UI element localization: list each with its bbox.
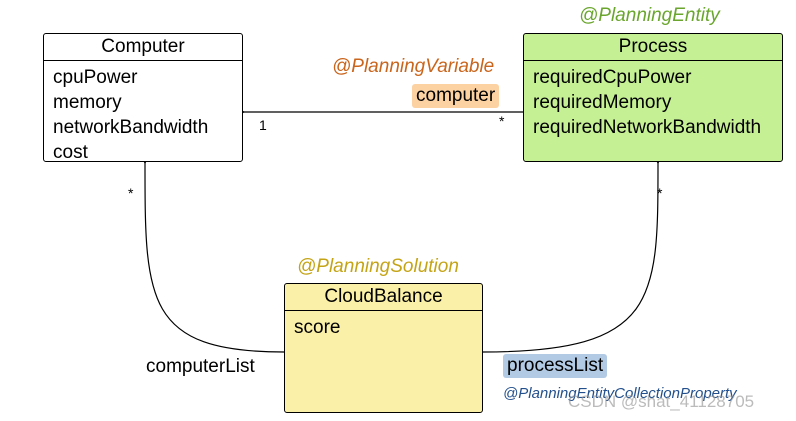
computer-attr-cost: cost — [53, 142, 88, 162]
cloudbalance-attributes: score — [285, 311, 482, 340]
process-class-box: Process requiredCpuPower requiredMemory … — [523, 33, 783, 162]
cloudbalance-attr-score: score — [294, 317, 341, 338]
process-attr-requirednetworkbandwidth: requiredNetworkBandwidth — [533, 117, 762, 138]
process-multiplicity-star: * — [499, 113, 505, 129]
computer-attr-networkbandwidth: networkBandwidth — [53, 117, 209, 138]
planning-solution-annotation: @PlanningSolution — [297, 256, 459, 277]
cloudbalance-to-process-arrow — [482, 163, 658, 353]
watermark: CSDN @shat_41128705 — [568, 392, 755, 411]
computerlist-field-label: computerList — [146, 356, 255, 377]
processlist-field-label: processList — [503, 354, 608, 378]
process-class-name: Process — [524, 34, 782, 61]
computer-attr-cpupower: cpuPower — [53, 67, 138, 88]
computer-multiplicity-one: 1 — [259, 117, 267, 133]
process-attributes: requiredCpuPower requiredMemory required… — [524, 61, 782, 140]
cloudbalance-class-box: CloudBalance score — [284, 283, 483, 413]
computer-attributes: cpuPower memory networkBandwidth cost — [44, 61, 242, 162]
computer-class-box: Computer cpuPower memory networkBandwidt… — [43, 33, 243, 162]
computer-attr-memory: memory — [53, 92, 122, 113]
cloudbalance-class-name: CloudBalance — [285, 284, 482, 311]
computer-field-label: computer — [412, 84, 500, 108]
cloudbalance-to-computer-arrow — [145, 163, 285, 353]
planning-variable-annotation: @PlanningVariable — [332, 56, 495, 77]
processlist-multiplicity-star: * — [657, 185, 663, 201]
computerlist-multiplicity-star: * — [128, 185, 134, 201]
process-attr-requiredmemory: requiredMemory — [533, 92, 672, 113]
planning-entity-collection-annotation: @PlanningEntityCollectionProperty — [503, 385, 737, 402]
planning-entity-annotation: @PlanningEntity — [579, 5, 720, 26]
computer-class-name: Computer — [44, 34, 242, 61]
process-attr-requiredcpupower: requiredCpuPower — [533, 67, 692, 88]
